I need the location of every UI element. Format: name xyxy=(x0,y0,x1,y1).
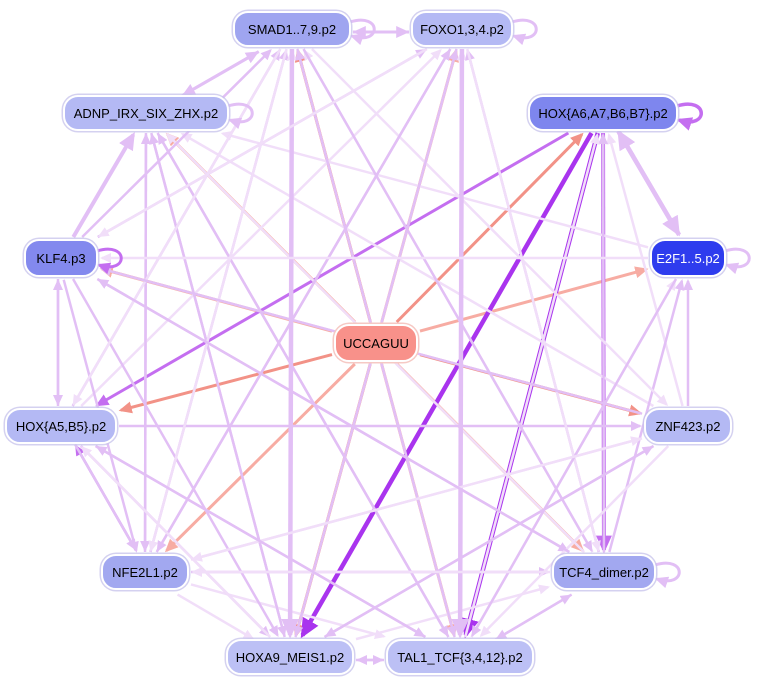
self-loop-smad xyxy=(349,18,376,46)
graph-node-znf[interactable]: ZNF423.p2 xyxy=(644,408,732,444)
graph-edge-tcf4-hox67 xyxy=(598,133,609,553)
graph-node-foxo[interactable]: FOXO1,3,4.p2 xyxy=(411,11,513,47)
graph-edge-ucc-hox55 xyxy=(118,353,333,414)
graph-node-nfe2l1[interactable]: NFE2L1.p2 xyxy=(101,554,189,590)
graph-edge-hox67-hox55 xyxy=(95,131,570,407)
graph-edge-znf-adnp xyxy=(180,132,654,408)
graph-edge-ucc-nfe2l1 xyxy=(164,362,356,553)
graph-edge-hoxa9-tcf4 xyxy=(355,584,550,641)
graph-node-tal1[interactable]: TAL1_TCF{3,4,12}.p2 xyxy=(386,639,534,675)
center-node-uccaguu[interactable]: UCCAGUU xyxy=(334,324,418,362)
graph-node-hox67[interactable]: HOX{A6,A7,B6,B7}.p2 xyxy=(528,95,678,131)
graph-edge-tcf4-tal1 xyxy=(495,593,573,640)
graph-edge-tal1-hox55 xyxy=(95,445,427,639)
graph-edge-adnp-nfe2l1 xyxy=(140,132,151,552)
graph-node-hoxa9[interactable]: HOXA9_MEIS1.p2 xyxy=(226,639,354,675)
graph-edge-znf-nfe2l1 xyxy=(190,437,643,562)
graph-edge-smad-adnp xyxy=(181,50,260,96)
graph-edge-znf-hoxa9 xyxy=(324,444,655,638)
self-loop-e2f xyxy=(724,247,751,275)
graph-node-e2f[interactable]: E2F1..5.p2 xyxy=(650,239,726,277)
graph-edge-adnp-tal1 xyxy=(156,132,449,637)
graph-edge-klf4-adnp xyxy=(71,131,135,239)
graph-edge-tal1-hox67 xyxy=(464,132,600,638)
graph-edge-nfe2l1-hoxa9 xyxy=(176,593,255,640)
graph-node-smad[interactable]: SMAD1..7,9.p2 xyxy=(233,11,351,47)
graph-edge-foxo-tcf4 xyxy=(466,48,601,552)
self-loop-hox67 xyxy=(676,102,703,131)
graph-edge-klf4-smad xyxy=(81,48,272,238)
graph-edge-smad-tcf4 xyxy=(302,48,593,552)
graph-edge-smad-znf xyxy=(311,48,669,407)
graph-edge-hoxa9-hox55 xyxy=(80,446,272,638)
graph-edge-smad-hoxa9 xyxy=(281,48,300,639)
graph-edge-hox55-foxo xyxy=(80,49,442,407)
graph-edge-foxo-nfe2l1 xyxy=(156,48,452,552)
graph-edge-foxo-klf4 xyxy=(97,47,428,238)
graph-edge-foxo-tal1 xyxy=(451,48,470,639)
graph-edge-adnp-hoxa9 xyxy=(150,132,287,638)
graph-node-tcf4[interactable]: TCF4_dimer.p2 xyxy=(552,554,656,590)
graph-edge-znf-hox67 xyxy=(606,133,684,407)
self-loop-foxo xyxy=(511,18,538,46)
graph-edge-hox67-hoxa9 xyxy=(300,131,594,639)
graph-edge-znf-tal1 xyxy=(479,445,670,638)
self-loop-klf4 xyxy=(96,247,123,275)
graph-node-adnp[interactable]: ADNP_IRX_SIX_ZHX.p2 xyxy=(63,95,229,131)
graph-node-hox55[interactable]: HOX{A5,B5}.p2 xyxy=(5,408,117,444)
graph-edge-hox67-e2f xyxy=(616,129,681,237)
self-loop-adnp xyxy=(227,102,254,130)
graph-edge-hox55-nfe2l1 xyxy=(74,443,137,551)
self-loop-tcf4 xyxy=(654,561,681,589)
graph-edge-nfe2l1-tal1 xyxy=(190,583,386,639)
graph-edge-smad-hox55 xyxy=(72,48,282,406)
graph-node-klf4[interactable]: KLF4.p3 xyxy=(24,239,98,277)
graph-edge-tcf4-klf4 xyxy=(97,278,571,554)
